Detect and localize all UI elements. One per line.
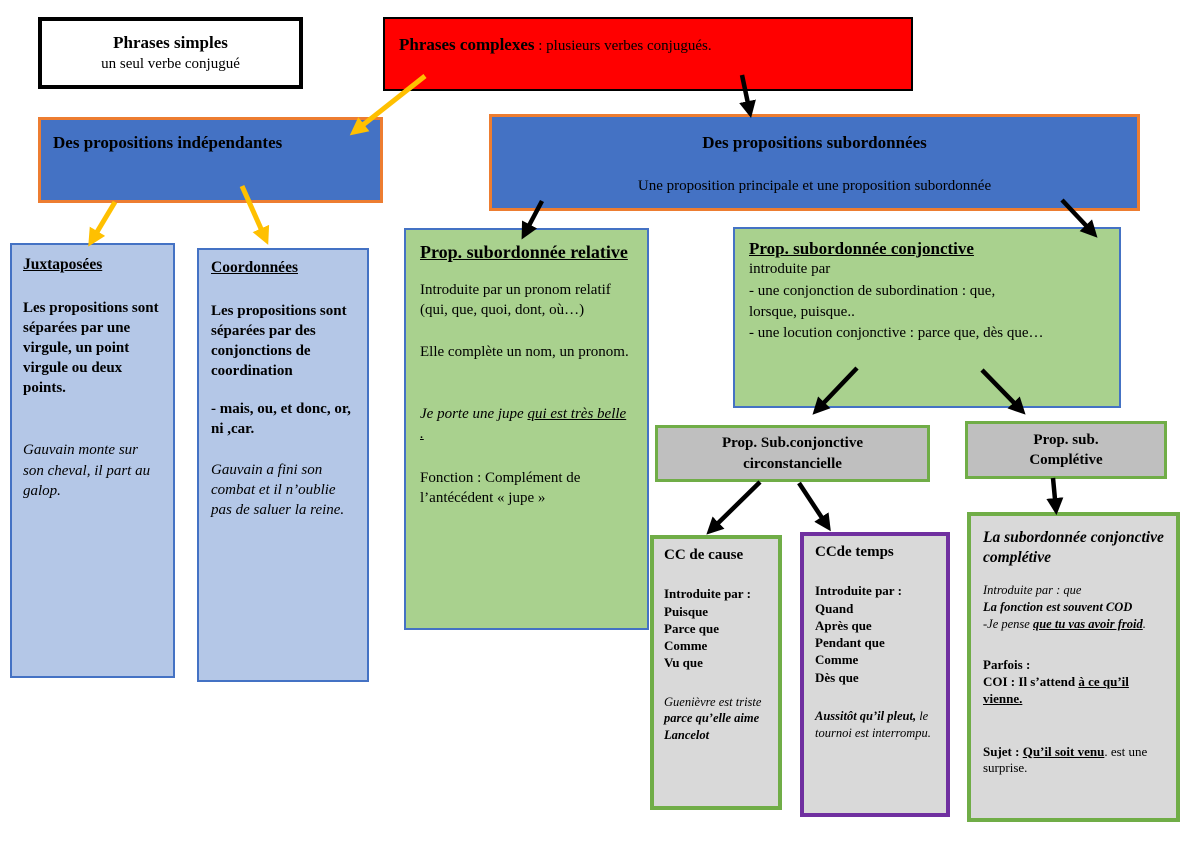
relative-fonction: Fonction : Complément de l’antécédent « …	[420, 469, 581, 507]
cc-temps-conjunction-list: Quand Après que Pendant que Comme Dès qu…	[815, 600, 935, 686]
phrases-complexes-box: Phrases complexes : plusieurs verbes con…	[383, 17, 913, 91]
arrow-circonstancielle-to-cc-cause	[706, 480, 762, 535]
juxtaposees-body: Les propositions sont séparées par une v…	[23, 300, 159, 397]
completive-title-line2: Complétive	[1029, 452, 1103, 468]
cc-cause-conjunction-list: Puisque Parce que Comme Vu que	[664, 603, 768, 672]
circonstancielle-title-line2: circonstancielle	[743, 455, 842, 472]
coordonnees-example: Gauvain a fini son combat et il n’oublie…	[211, 461, 345, 518]
phrases-complexes-subtitle: : plusieurs verbes conjugués.	[534, 38, 712, 54]
cc-de-cause-box: CC de cause Introduite par : Puisque Par…	[650, 535, 782, 810]
completive-big-example-coi-underlined: à ce qu’il vienne.	[983, 673, 1129, 706]
propositions-independantes-title: Des propositions indépendantes	[53, 133, 283, 152]
coordonnees-body: Les propositions sont séparées par des c…	[211, 303, 347, 380]
arrow-completive-to-completive-big	[1046, 477, 1064, 516]
completive-big-example-cod-underlined: que tu vas avoir froid	[1032, 617, 1143, 632]
arrow-independantes-to-juxtaposees	[88, 200, 118, 247]
coordonnees-box: Coordonnées Les propositions sont séparé…	[197, 248, 369, 682]
cc-cause-example-bold: parce qu’elle aime Lancelot	[664, 711, 760, 743]
cc-temps-item: Pendant que	[815, 635, 885, 651]
juxtaposees-example: Gauvain monte sur son cheval, il part au…	[23, 442, 151, 499]
completive-big-example-sujet-underlined: Qu’il soit venu	[1022, 743, 1105, 759]
propositions-subordonnees-subtitle: Une proposition principale et une propos…	[637, 178, 992, 195]
prop-sub-completive-box: Prop. sub. Complétive	[965, 421, 1167, 479]
cc-cause-item: Puisque	[664, 603, 709, 619]
cc-temps-item: Après que	[815, 618, 872, 634]
juxtaposees-box: Juxtaposées Les propositions sont séparé…	[10, 243, 175, 678]
cc-temps-title: CCde temps	[815, 544, 894, 560]
completive-big-parfois: Parfois :	[983, 656, 1031, 672]
relative-example: Je porte une jupe qui est très belle .	[420, 405, 627, 442]
propositions-subordonnees-title: Des propositions subordonnées	[702, 133, 927, 152]
completive-big-fonction: La fonction est souvent COD	[983, 600, 1133, 615]
completive-big-example-coi: COI : Il s’attend à ce qu’il vienne.	[983, 673, 1129, 706]
phrases-simples-title: Phrases simples	[113, 33, 228, 53]
cc-de-temps-box: CCde temps Introduite par : Quand Après …	[800, 532, 950, 817]
coordonnees-title: Coordonnées	[211, 259, 298, 276]
circonstancielle-title-line1: Prop. Sub.conjonctive	[722, 435, 863, 452]
cc-temps-item: Comme	[815, 652, 859, 668]
cc-temps-item: Quand	[815, 600, 854, 616]
completive-big-example-cod: -Je pense que tu vas avoir froid.	[983, 617, 1146, 632]
conjonctive-item-conjonction-cont: lorsque, puisque..	[749, 303, 855, 320]
completive-big-intro: Introduite par : que	[983, 583, 1082, 598]
phrases-simples-subtitle: un seul verbe conjugué	[101, 55, 240, 72]
completive-big-title: La subordonnée conjonctive complétive	[983, 529, 1164, 567]
cc-cause-item: Parce que	[664, 621, 719, 637]
cc-cause-item: Vu que	[664, 655, 703, 671]
cc-cause-intro: Introduite par :	[664, 586, 751, 601]
cc-cause-example: Guenièvre est triste parce qu’elle aime …	[664, 694, 762, 743]
phrases-simples-box: Phrases simples un seul verbe conjugué	[38, 17, 303, 89]
subordonnee-conjonctive-completive-box: La subordonnée conjonctive complétive In…	[967, 512, 1180, 822]
completive-big-example-sujet: Sujet : Qu’il soit venu. est une surpris…	[983, 743, 1148, 776]
coordonnees-conjunctions: - mais, ou, et donc, or, ni ,car.	[211, 401, 351, 438]
relative-complete: Elle complète un nom, un pronom.	[420, 343, 629, 360]
cc-cause-item: Comme	[664, 638, 708, 654]
phrases-complexes-title: Phrases complexes	[399, 35, 535, 54]
cc-temps-example: Aussitôt qu’il pleut, le tournoi est int…	[815, 708, 931, 740]
prop-subordonnee-conjonctive-box: Prop. subordonnée conjonctive introduite…	[733, 227, 1121, 408]
cc-temps-example-bold: Aussitôt qu’il pleut,	[815, 708, 917, 723]
cc-temps-item: Dès que	[815, 669, 859, 685]
conjonctive-item-conjonction: - une conjonction de subordination : que…	[749, 282, 996, 299]
cc-temps-intro: Introduite par :	[815, 583, 902, 598]
conjonctive-title: Prop. subordonnée conjonctive	[749, 239, 974, 258]
juxtaposees-title: Juxtaposées	[23, 256, 103, 273]
relative-title: Prop. subordonnée relative	[420, 242, 628, 262]
conjonctive-intro: introduite par	[749, 261, 831, 278]
relative-example-underlined: qui est très belle .	[420, 405, 627, 442]
propositions-subordonnees-box: Des propositions subordonnées Une propos…	[489, 114, 1140, 211]
completive-title-line1: Prop. sub.	[1033, 431, 1099, 448]
arrow-circonstancielle-to-cc-temps	[797, 481, 831, 532]
propositions-independantes-box: Des propositions indépendantes	[38, 117, 383, 203]
prop-sub-conjonctive-circonstancielle-box: Prop. Sub.conjonctive circonstancielle	[655, 425, 930, 482]
relative-intro: Introduite par un pronom relatif (qui, q…	[420, 281, 611, 318]
cc-cause-title: CC de cause	[664, 547, 744, 563]
conjonctive-item-locution: - une locution conjonctive : parce que, …	[749, 325, 1044, 342]
prop-subordonnee-relative-box: Prop. subordonnée relative Introduite pa…	[404, 228, 649, 630]
